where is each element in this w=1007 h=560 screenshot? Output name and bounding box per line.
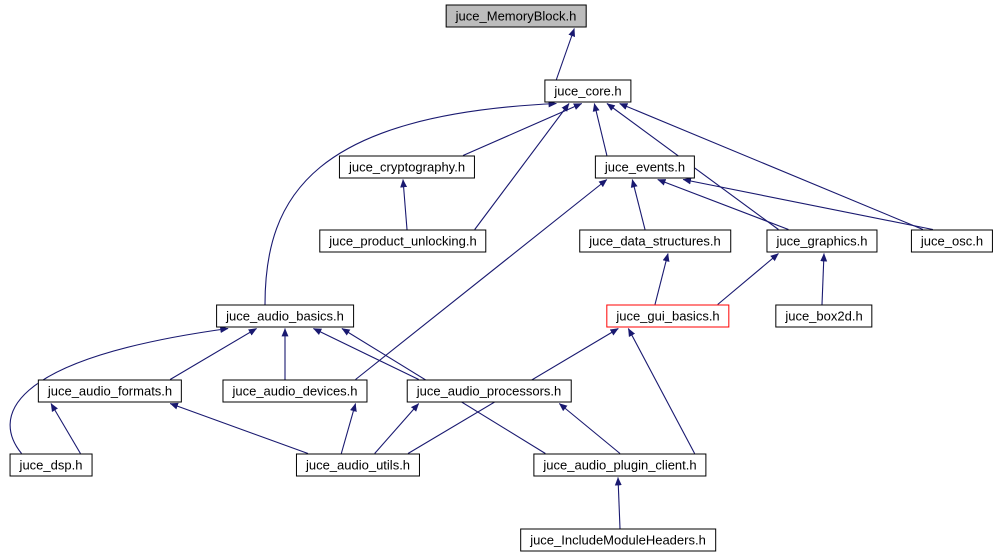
graph-node-osc[interactable]: juce_osc.h [910,229,994,253]
edge-core-to-memoryblock [555,28,575,80]
graph-node-product_unlocking[interactable]: juce_product_unlocking.h [319,229,487,253]
dependency-edges [9,28,934,529]
edge-osc-to-events [682,177,934,231]
edge-audio_utils-to-audio_processors [374,403,420,454]
edge-cryptography-to-core [462,102,583,157]
graph-node-events[interactable]: juce_events.h [594,155,696,179]
graph-node-include_module_headers[interactable]: juce_IncludeModuleHeaders.h [520,528,716,552]
edge-dsp-to-audio_formats [50,403,81,454]
graph-node-audio_basics[interactable]: juce_audio_basics.h [216,304,354,328]
edge-box2d-to-graphics [820,253,828,305]
edge-audio_utils-to-audio_formats [169,402,309,455]
edge-audio_utils-to-audio_devices [340,403,357,454]
graph-node-core[interactable]: juce_core.h [544,79,632,103]
graph-node-audio_processors[interactable]: juce_audio_processors.h [406,379,572,403]
edge-plugin_client-to-audio_processors [558,403,621,454]
edge-dsp-to-audio_basics [9,326,229,454]
edge-audio_devices-to-events [355,179,608,380]
graph-node-audio_formats[interactable]: juce_audio_formats.h [37,379,183,403]
graph-node-graphics[interactable]: juce_graphics.h [766,229,878,253]
edge-audio_formats-to-audio_basics [169,328,257,380]
edge-audio_basics-to-core [264,100,557,305]
graph-node-gui_basics[interactable]: juce_gui_basics.h [606,304,730,328]
graph-node-dsp[interactable]: juce_dsp.h [9,453,93,477]
graph-node-audio_devices[interactable]: juce_audio_devices.h [222,379,368,403]
edge-events-to-core [592,103,608,156]
edge-plugin_client-to-gui_basics [627,328,696,454]
graph-node-box2d[interactable]: juce_box2d.h [775,304,873,328]
edge-gui_basics-to-data_structures [654,253,670,305]
edge-product_unlocking-to-core [474,103,570,230]
edge-gui_basics-to-graphics [717,253,779,305]
edge-audio_processors-to-audio_basics [313,328,419,380]
graph-node-audio_utils[interactable]: juce_audio_utils.h [295,453,421,477]
edge-osc-to-core [619,102,924,231]
graph-node-memoryblock: juce_MemoryBlock.h [445,4,587,28]
graph-node-data_structures[interactable]: juce_data_structures.h [579,229,731,253]
edge-include_module_headers-to-plugin_client [614,477,622,529]
edge-product_unlocking-to-cryptography [400,179,408,230]
graph-node-cryptography[interactable]: juce_cryptography.h [338,155,476,179]
graph-node-plugin_client[interactable]: juce_audio_plugin_client.h [533,453,707,477]
edge-graphics-to-events [657,178,789,231]
edge-data_structures-to-events [630,179,646,230]
